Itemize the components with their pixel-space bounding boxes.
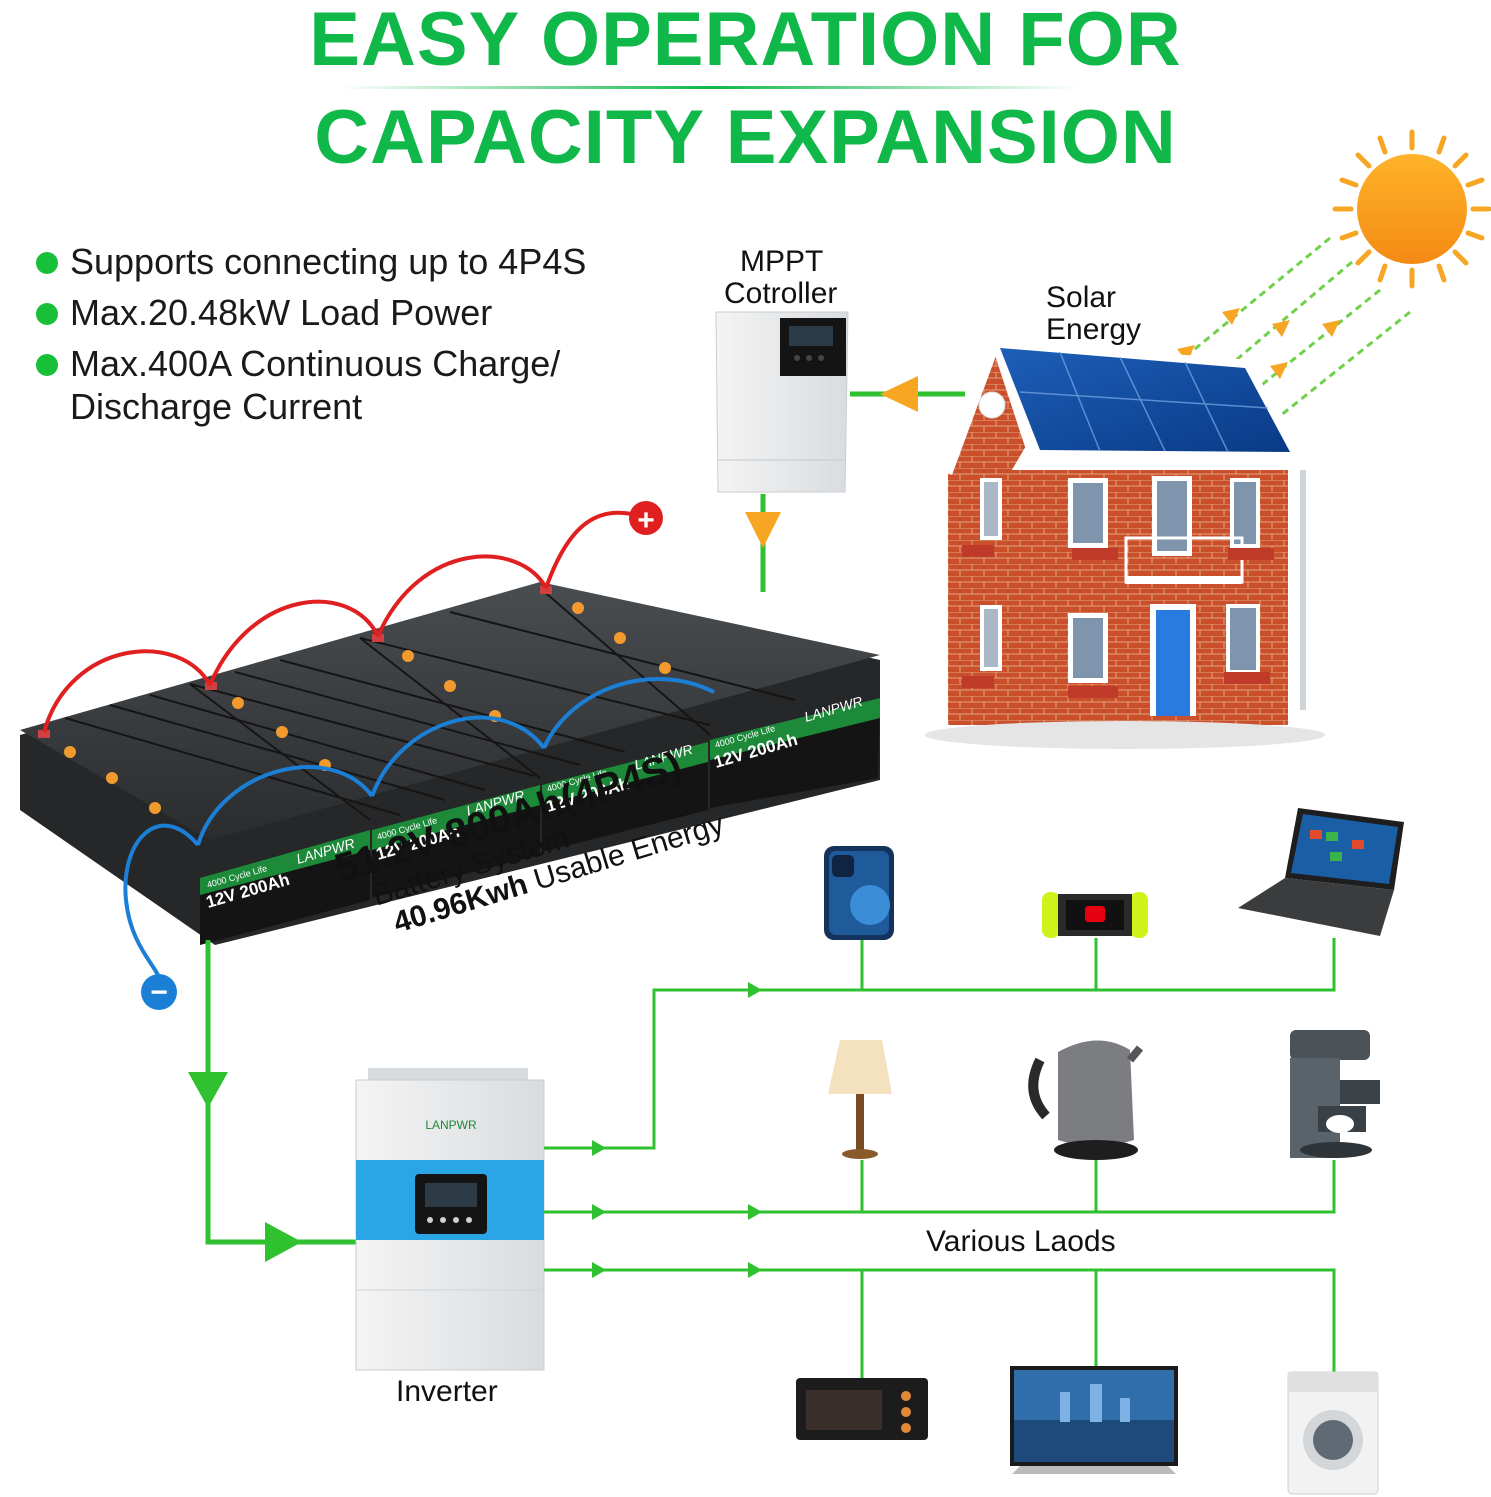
laptop-icon [1238, 808, 1404, 936]
bullet-dot-icon [36, 354, 58, 376]
feature-list: Supports connecting up to 4P4S Max.20.48… [36, 240, 676, 436]
load-arrow-icons [592, 982, 762, 1278]
arrow-left-icon [880, 376, 918, 412]
game-console-icon [1042, 892, 1148, 938]
lamp-icon [828, 1040, 892, 1159]
bullet-dot-icon [36, 252, 58, 274]
arrow-right-green-icon [265, 1222, 302, 1262]
feature-item: Max.20.48kW Load Power [36, 291, 676, 334]
washing-machine-icon [1287, 1371, 1379, 1495]
sun-icon [1332, 129, 1491, 289]
mppt-label-line-1: MPPT [740, 245, 824, 278]
arrow-down-icon [745, 512, 781, 548]
television-icon [1010, 1366, 1178, 1474]
negative-terminal-icon [141, 974, 177, 1010]
feature-item-continued: Discharge Current [70, 386, 363, 427]
solar-label-line-1: Solar [1046, 281, 1117, 314]
negative-symbol: − [150, 976, 168, 1009]
feature-item: Supports connecting up to 4P4S [36, 240, 676, 283]
loads-label: Various Laods [926, 1225, 1116, 1258]
house-illustration [925, 340, 1325, 749]
title-divider [340, 86, 1080, 89]
feature-item: Max.400A Continuous Charge/ [36, 342, 676, 385]
inverter-brand: LANPWR [425, 1118, 477, 1132]
arrow-down-green-icon [188, 1072, 228, 1108]
battery-bank [20, 582, 880, 945]
positive-terminal-icon [629, 501, 663, 535]
mppt-controller-device [715, 311, 849, 493]
negative-cables [123, 676, 715, 976]
mppt-label-line-2: Cotroller [724, 277, 838, 310]
solar-label-line-2: Energy [1046, 313, 1142, 346]
coffee-machine-icon [1290, 1030, 1380, 1158]
positive-cables [42, 510, 633, 733]
ray-arrow-icons [1177, 308, 1340, 379]
bullet-dot-icon [36, 303, 58, 325]
load-lines [544, 938, 1336, 1380]
title-line-2: CAPACITY EXPANSION [314, 95, 1177, 180]
kettle-icon [1028, 1040, 1144, 1160]
smartphone-icon [824, 846, 894, 940]
battery-to-inverter-line [205, 940, 358, 1245]
inverter-label: Inverter [396, 1375, 498, 1408]
positive-symbol: + [637, 504, 655, 537]
oven-icon [796, 1378, 928, 1440]
inverter-device: LANPWR [355, 1068, 545, 1371]
title-line-1: EASY OPERATION FOR [309, 0, 1182, 82]
